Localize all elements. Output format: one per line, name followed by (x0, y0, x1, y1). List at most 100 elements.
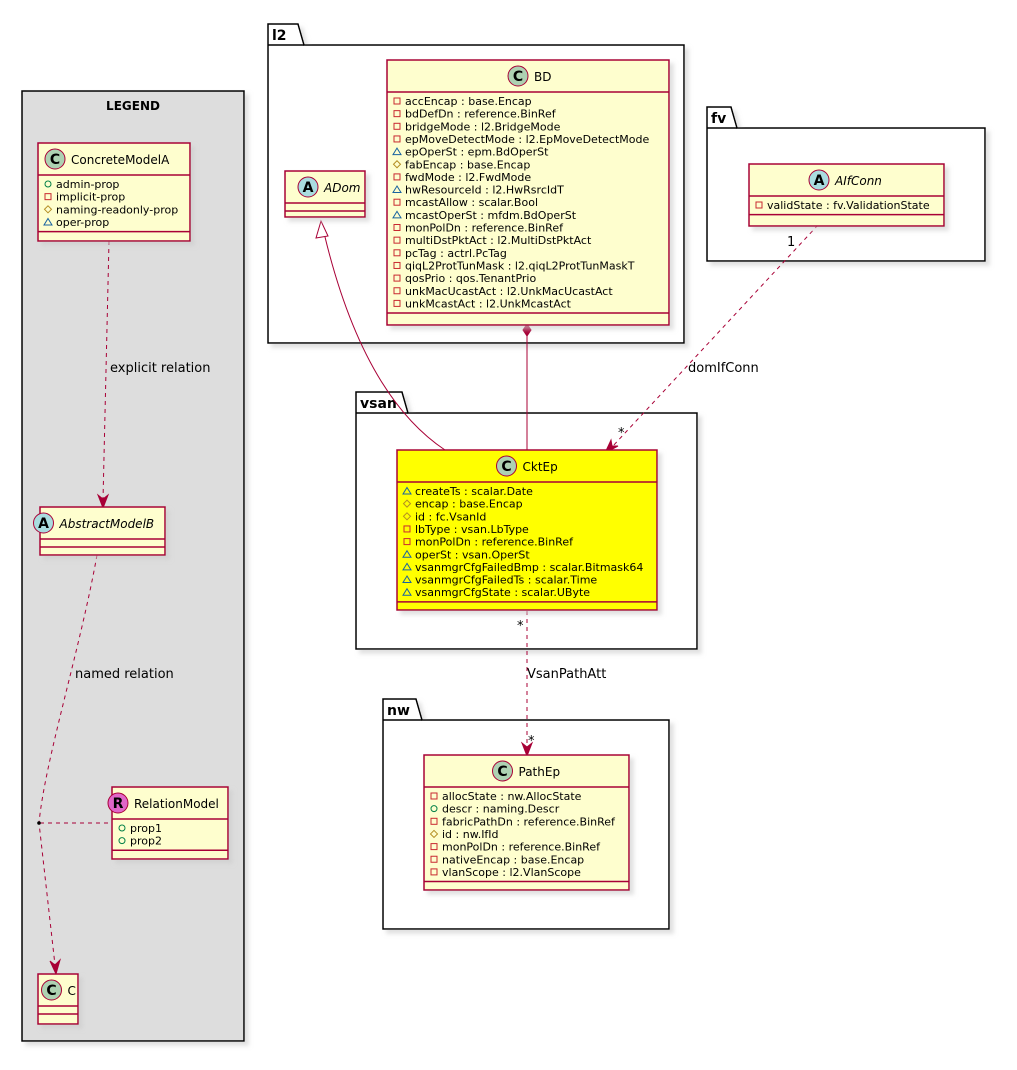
relation-class-icon (107, 792, 129, 814)
stereotype-letter: A (303, 180, 314, 196)
domifconn-to-multiplicity: * (618, 426, 625, 441)
protected-visibility-icon (392, 160, 402, 169)
package-fv-label: fv (711, 111, 726, 127)
private-visibility-icon (403, 525, 411, 533)
class-attribute: vlanScope : l2.VlanScope (442, 866, 581, 879)
class-attribute: prop1 (130, 822, 162, 835)
class-attribute: monPolDn : reference.BinRef (415, 536, 574, 549)
class-box (423, 754, 630, 891)
class-attribute: accEncap : base.Encap (405, 95, 532, 108)
public-visibility-icon (44, 180, 52, 188)
private-visibility-icon (430, 792, 438, 800)
class-attribute: descr : naming.Descr (442, 803, 560, 816)
vsanpathatt-label: VsanPathAtt (527, 667, 606, 682)
class-name: AIfConn (834, 174, 882, 188)
named-relation-arrowhead (49, 958, 62, 976)
named-relation-label: named relation (75, 667, 174, 682)
private-visibility-icon (393, 236, 401, 244)
class-box (748, 163, 945, 227)
stereotype-letter: C (497, 764, 507, 780)
legend-title: LEGEND (106, 99, 160, 113)
package-visibility-icon (392, 185, 402, 194)
stereotype-letter: A (38, 516, 49, 532)
private-visibility-icon (430, 855, 438, 863)
package-visibility-icon (402, 575, 412, 584)
package-visibility-icon (402, 549, 412, 558)
stereotype-letter: R (113, 796, 124, 812)
protected-visibility-icon (402, 499, 412, 508)
class-name: RelationModel (134, 797, 219, 811)
class-attribute: vsanmgrCfgFailedTs : scalar.Time (415, 574, 597, 587)
private-visibility-icon (403, 538, 411, 546)
association-point (37, 821, 41, 825)
named-relation-line (38, 554, 98, 966)
class-name: ConcreteModelA (71, 153, 170, 167)
class-attribute: admin-prop (56, 178, 119, 191)
class-attribute: fwdMode : l2.FwdMode (405, 171, 531, 184)
class-box (284, 170, 366, 218)
class-attribute: createTs : scalar.Date (415, 485, 533, 498)
class-attribute: monPolDn : reference.BinRef (442, 841, 601, 854)
domifconn-from-multiplicity: 1 (787, 235, 795, 250)
class-icon (496, 455, 517, 477)
class-name: BD (534, 70, 551, 84)
private-visibility-icon (430, 817, 438, 825)
class-attribute: prop2 (130, 835, 162, 848)
class-name: PathEp (519, 765, 561, 779)
package-visibility-icon (402, 587, 412, 596)
class-name: C (68, 984, 76, 998)
generalization-arrowhead (315, 219, 329, 239)
class-attribute: bridgeMode : l2.BridgeMode (405, 120, 561, 133)
class-attribute: hwResourceId : l2.HwRsrcIdT (405, 184, 564, 197)
class-attribute: lbType : vsan.LbType (415, 523, 529, 536)
class-attribute: pcTag : actrl.PcTag (405, 247, 507, 260)
legend-panel: LEGEND (21, 90, 245, 1042)
abstract-class-icon (297, 176, 319, 198)
class-attribute: bdDefDn : reference.BinRef (405, 108, 557, 121)
private-visibility-icon (393, 110, 401, 118)
class-attribute: unkMacUcastAct : l2.UnkMacUcastAct (405, 285, 613, 298)
class-box (37, 973, 79, 1025)
private-visibility-icon (430, 868, 438, 876)
class-attribute: operSt : vsan.OperSt (415, 548, 530, 561)
explicit-relation-label: explicit relation (110, 361, 210, 376)
explicit-relation-arrowhead (96, 493, 110, 510)
private-visibility-icon (393, 135, 401, 143)
class-attribute: mcastAllow : scalar.Bool (405, 196, 538, 209)
class-attribute: fabEncap : base.Encap (405, 158, 530, 171)
private-visibility-icon (393, 173, 401, 181)
class-name: ADom (323, 181, 360, 195)
private-visibility-icon (393, 249, 401, 257)
public-visibility-icon (430, 805, 438, 813)
domifconn-label: domIfConn (688, 361, 759, 376)
class-adom: A ADom (284, 170, 366, 218)
class-attribute: qiqL2ProtTunMask : l2.qiqL2ProtTunMaskT (405, 259, 635, 272)
private-visibility-icon (393, 287, 401, 295)
package-visibility-icon (392, 210, 402, 219)
class-box (111, 786, 229, 860)
private-visibility-icon (393, 198, 401, 206)
class-icon (507, 65, 529, 87)
private-visibility-icon (393, 261, 401, 269)
class-name: CktEp (523, 460, 558, 474)
class-attribute: fabricPathDn : reference.BinRef (442, 815, 616, 828)
package-visibility-icon (402, 562, 412, 571)
class-attribute: vsanmgrCfgState : scalar.UByte (415, 586, 590, 599)
package-vsan-label: vsan (360, 396, 397, 412)
generalization-line (324, 236, 446, 451)
private-visibility-icon (44, 193, 52, 201)
class-box (396, 449, 658, 611)
class-attribute: encap : base.Encap (415, 498, 523, 511)
vsanpathatt-from-multiplicity: * (517, 619, 524, 634)
package-visibility-icon (43, 217, 53, 226)
legend-box (21, 90, 245, 1042)
